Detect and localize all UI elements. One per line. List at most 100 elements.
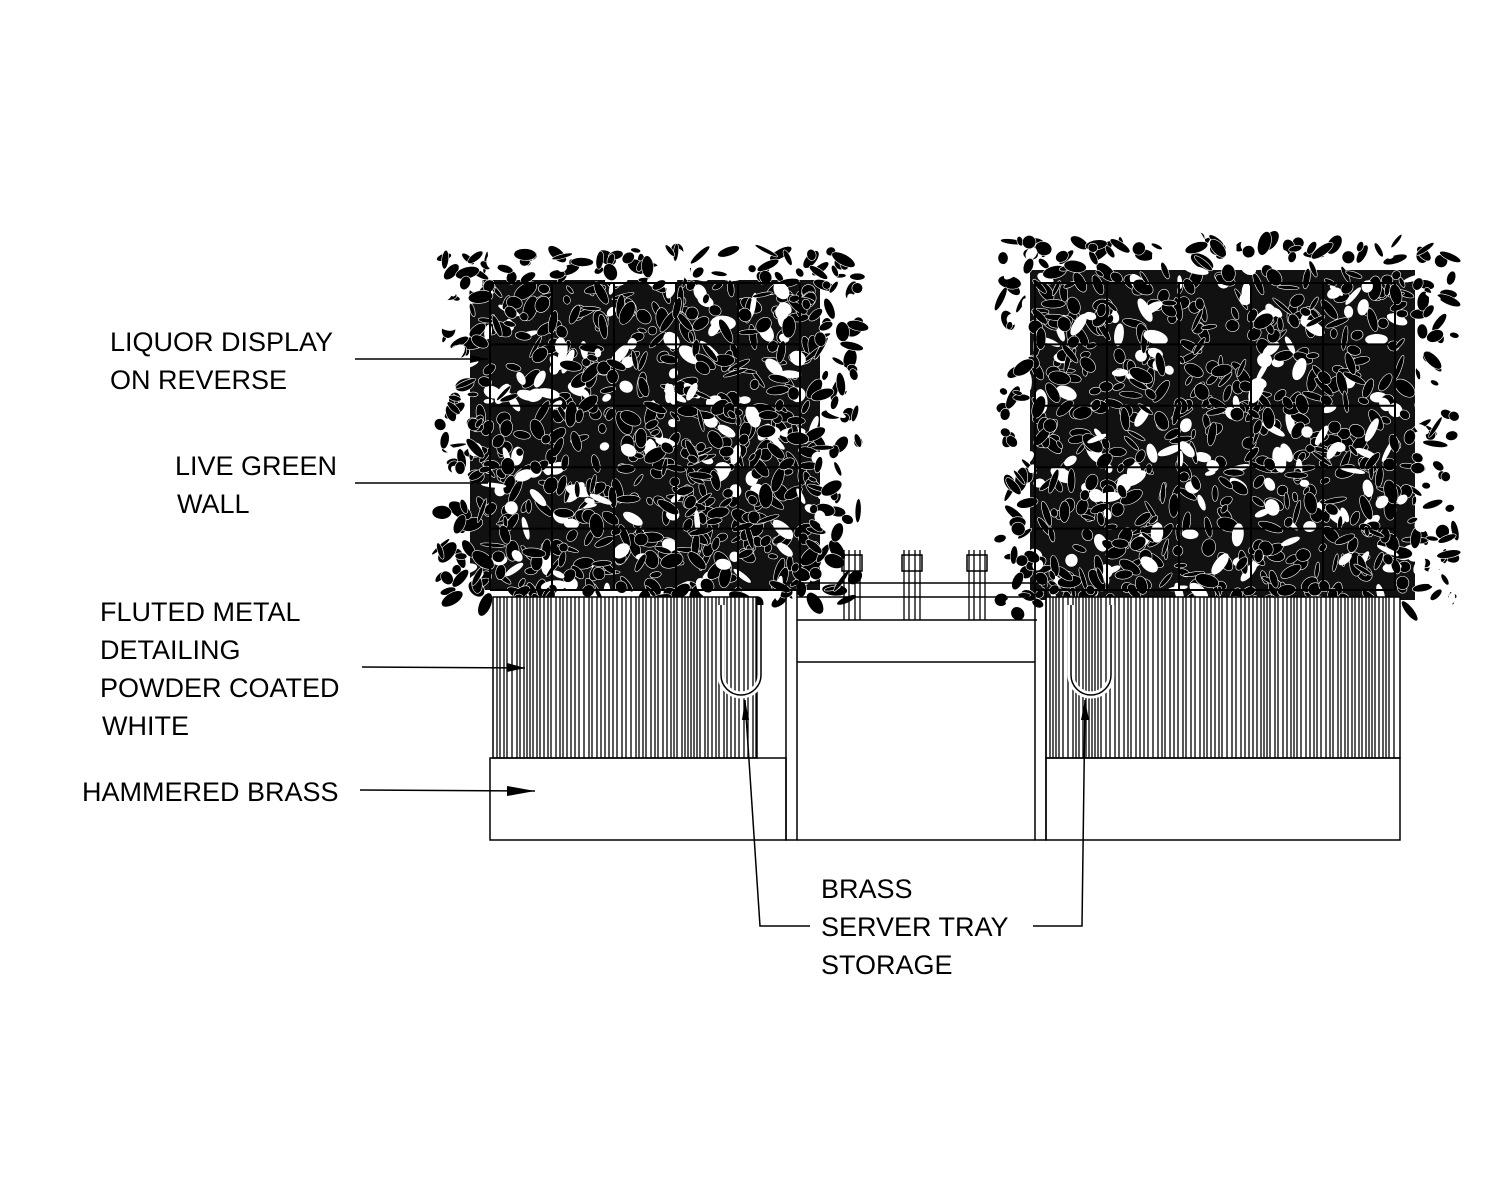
- leaf: [752, 291, 773, 298]
- leaf: [570, 431, 582, 452]
- leaf: [686, 382, 698, 401]
- leaf: [563, 295, 571, 305]
- leaf: [643, 400, 667, 414]
- leaf: [688, 331, 694, 343]
- leaf: [553, 508, 575, 519]
- leaf: [433, 418, 447, 431]
- leaf: [471, 334, 489, 349]
- leaf: [821, 370, 829, 381]
- leaf: [1218, 371, 1233, 387]
- leaf: [531, 346, 548, 363]
- leaf: [1184, 362, 1204, 378]
- leaf: [468, 322, 486, 338]
- leader-lines: [355, 355, 1089, 927]
- label-liquor-display-2: ON REVERSE: [110, 365, 287, 395]
- leaf: [602, 393, 612, 402]
- leaf: [722, 274, 742, 282]
- leaf: [1410, 462, 1426, 474]
- leaf: [514, 331, 532, 341]
- leaf: [636, 308, 652, 325]
- leaf: [1114, 569, 1133, 580]
- leaf: [529, 336, 542, 358]
- leaf: [718, 318, 734, 343]
- leaf: [1190, 475, 1201, 491]
- leaf: [687, 454, 699, 464]
- label-hammered-brass: HAMMERED BRASS: [82, 777, 339, 807]
- leaf: [1242, 245, 1256, 259]
- leaf: [706, 517, 723, 525]
- leaf: [549, 269, 566, 280]
- leaf: [818, 321, 834, 332]
- leaf: [1079, 489, 1090, 501]
- leaf: [1087, 242, 1099, 253]
- leaf: [1084, 473, 1099, 491]
- leaf: [1230, 306, 1240, 321]
- leaf: [1287, 251, 1297, 263]
- leaf: [1006, 321, 1013, 330]
- left-post: [785, 582, 798, 841]
- leaf: [1210, 363, 1233, 378]
- label-server-tray-1: BRASS: [821, 874, 913, 904]
- leaf: [1281, 536, 1300, 547]
- leaf: [1382, 246, 1395, 259]
- leaf: [1338, 553, 1352, 566]
- leaf: [1288, 313, 1300, 329]
- leaf: [685, 306, 699, 321]
- leaf: [441, 590, 464, 608]
- leaf: [710, 270, 728, 277]
- leaf: [1096, 302, 1107, 317]
- leaf: [1306, 241, 1318, 255]
- leaf: [619, 380, 633, 393]
- leaf: [1161, 299, 1177, 307]
- leaf: [1109, 238, 1131, 254]
- leaf: [1284, 471, 1308, 479]
- leaf: [1303, 491, 1318, 515]
- leaf: [786, 431, 810, 446]
- leaf: [467, 250, 484, 264]
- leaf: [455, 378, 477, 389]
- leaf: [994, 286, 1008, 311]
- leaf: [1264, 477, 1276, 491]
- leaf: [1064, 455, 1077, 467]
- leaf: [684, 495, 697, 510]
- leaf: [684, 266, 691, 281]
- leaf: [747, 495, 758, 506]
- left-flutes: [496, 597, 757, 758]
- leaf: [839, 340, 864, 352]
- leaf: [835, 321, 850, 342]
- leaf: [692, 266, 705, 279]
- leaf: [491, 550, 506, 563]
- leaf: [1401, 600, 1419, 622]
- leaf: [1425, 535, 1439, 542]
- leaf: [1253, 312, 1274, 330]
- leaf: [650, 429, 660, 436]
- leaf: [1395, 309, 1408, 318]
- display-grids: [489, 282, 1396, 591]
- leaf: [1422, 439, 1449, 448]
- leaf: [1314, 425, 1329, 446]
- leaf: [1425, 292, 1441, 301]
- leaf: [589, 474, 597, 494]
- leaf: [1305, 444, 1316, 454]
- leaf: [808, 476, 817, 483]
- leaf: [1306, 352, 1320, 359]
- leaf: [1013, 469, 1026, 486]
- leaf: [809, 504, 818, 515]
- leaf: [1289, 293, 1305, 308]
- leaf: [1066, 296, 1081, 315]
- leaf: [826, 409, 846, 418]
- leaf: [1034, 241, 1053, 256]
- leaf: [1373, 551, 1384, 571]
- leaf: [515, 447, 524, 457]
- leaf: [717, 245, 740, 258]
- leaf: [1127, 430, 1146, 442]
- leaf: [1120, 488, 1143, 506]
- leaf: [641, 255, 654, 279]
- leaf: [1350, 329, 1364, 341]
- leaf: [1010, 606, 1025, 621]
- leaf: [781, 315, 796, 339]
- leaf: [1346, 345, 1361, 356]
- leaf: [684, 506, 698, 518]
- leaf: [1223, 468, 1245, 477]
- leaf: [747, 264, 757, 273]
